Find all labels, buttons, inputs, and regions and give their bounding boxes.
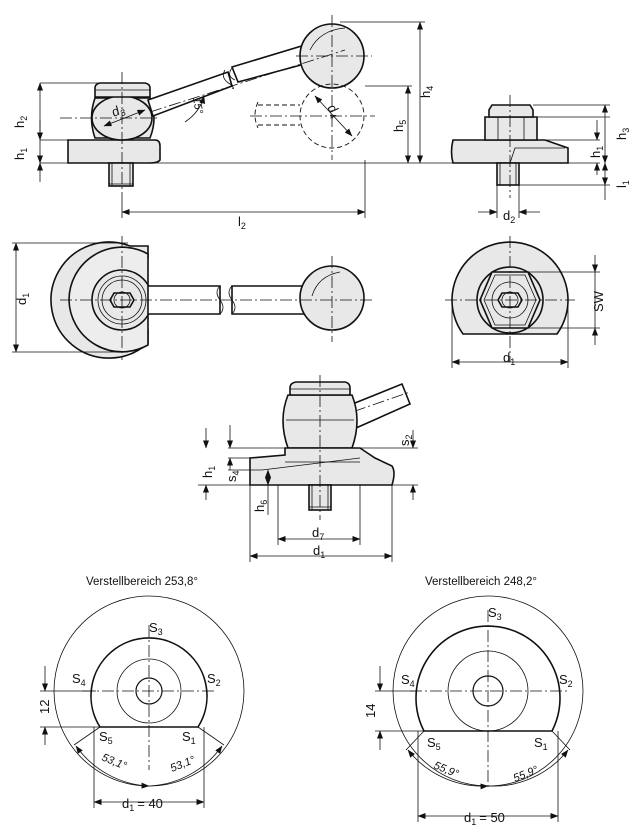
range-view-right bbox=[375, 595, 584, 822]
label-d1-section: d1 bbox=[313, 543, 325, 560]
front-view-labels: h1 h3 l1 d2 bbox=[503, 128, 631, 225]
range-left-caption: Verstellbereich 253,8° bbox=[86, 576, 198, 588]
range-view-right-labels: Verstellbereich 248,2° S3 S4 S2 S5 S1 14… bbox=[363, 576, 573, 827]
side-view-labels: h2 h1 d3 15° d4 h5 h4 l2 bbox=[12, 86, 435, 231]
range-left-angle-left: 53,1° bbox=[100, 752, 129, 773]
label-h5: h5 bbox=[391, 120, 408, 132]
range-left-angle-right: 53,1° bbox=[169, 754, 198, 775]
label-angle-15: 15° bbox=[190, 96, 205, 115]
side-view bbox=[37, 15, 440, 218]
range-right-angle-right: 55,9° bbox=[512, 764, 541, 785]
range-right-caption: Verstellbereich 248,2° bbox=[425, 576, 537, 588]
label-l2: l2 bbox=[238, 214, 246, 231]
threaded-stud bbox=[108, 162, 134, 187]
range-left-s1: S1 bbox=[182, 729, 196, 746]
range-left-dim: 12 bbox=[37, 700, 52, 714]
range-right-dim: 14 bbox=[363, 704, 378, 718]
section-base bbox=[249, 447, 395, 486]
range-right-s3: S3 bbox=[488, 605, 502, 622]
label-l1: l1 bbox=[614, 180, 631, 188]
label-h6: h6 bbox=[252, 500, 269, 512]
front-cap bbox=[488, 104, 534, 118]
section-view-labels: h1 s4 s2 h6 d7 d1 bbox=[200, 434, 414, 560]
label-s4-section: s4 bbox=[224, 470, 241, 482]
section-view bbox=[198, 375, 418, 562]
top-view-right bbox=[445, 236, 600, 368]
range-left-s5: S5 bbox=[99, 729, 113, 746]
label-h1-section: h1 bbox=[200, 466, 217, 478]
label-d1-right: d1 bbox=[503, 350, 515, 367]
range-right-d1: d1= 50 bbox=[464, 810, 505, 827]
base-plate bbox=[67, 139, 161, 164]
range-right-s4: S4 bbox=[401, 672, 415, 689]
label-h1: h1 bbox=[12, 148, 29, 160]
range-left-d1: d1= 40 bbox=[122, 796, 163, 813]
label-d2: d2 bbox=[503, 208, 515, 225]
front-nut bbox=[484, 116, 538, 141]
label-sw: SW bbox=[591, 290, 606, 312]
label-d1-left: d1 bbox=[14, 293, 31, 305]
label-h4: h4 bbox=[418, 86, 435, 98]
range-view-left bbox=[40, 595, 245, 808]
top-view-left-labels: d1 bbox=[14, 293, 31, 305]
label-h1-front: h1 bbox=[588, 146, 605, 158]
label-h2: h2 bbox=[12, 116, 29, 128]
label-s2-section: s2 bbox=[397, 434, 414, 446]
range-right-angle-left: 55,9° bbox=[432, 760, 461, 781]
front-view bbox=[440, 95, 610, 218]
range-view-left-labels: Verstellbereich 253,8° S3 S4 S2 S5 S1 12… bbox=[37, 576, 221, 813]
label-h3: h3 bbox=[614, 128, 631, 140]
range-left-s3: S3 bbox=[149, 620, 163, 637]
lever-arm bbox=[147, 70, 233, 118]
label-d4: d4 bbox=[323, 101, 344, 121]
range-left-s2: S2 bbox=[207, 671, 221, 688]
top-view-right-labels: SW d1 bbox=[503, 290, 606, 367]
range-right-s1: S1 bbox=[534, 735, 548, 752]
range-right-s5: S5 bbox=[427, 735, 441, 752]
top-view-left bbox=[12, 236, 372, 360]
range-left-s4: S4 bbox=[72, 671, 86, 688]
label-d7: d7 bbox=[312, 525, 324, 542]
range-right-s2: S2 bbox=[559, 672, 573, 689]
